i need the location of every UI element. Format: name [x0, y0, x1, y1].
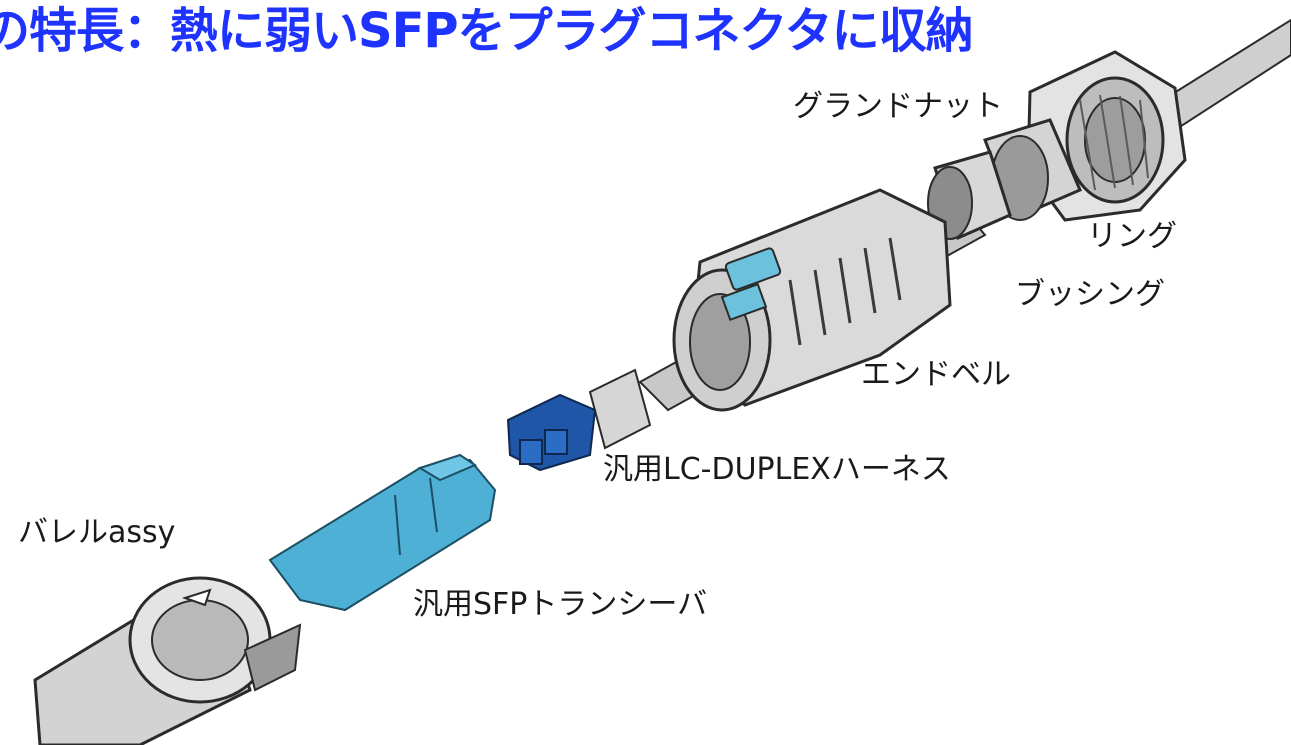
end-bell-part	[672, 188, 952, 412]
page-title: の特長：熱に弱いSFPをプラグコネクタに収納	[0, 3, 974, 59]
label-bushing: ブッシング	[1015, 277, 1165, 312]
label-sfp-transceiver: 汎用SFPトランシーバ	[413, 587, 708, 622]
label-gland-nut: グランドナット	[793, 89, 1003, 124]
label-lc-duplex-harness: 汎用LC-DUPLEXハーネス	[603, 452, 951, 487]
label-end-bell: エンドベル	[861, 357, 1011, 392]
lc-duplex-harness-part	[506, 368, 652, 472]
sfp-transceiver-part	[268, 453, 497, 612]
barrel-assy-part	[33, 576, 302, 745]
label-ring: リング	[1087, 219, 1177, 254]
label-barrel-assy: バレルassy	[18, 515, 176, 550]
